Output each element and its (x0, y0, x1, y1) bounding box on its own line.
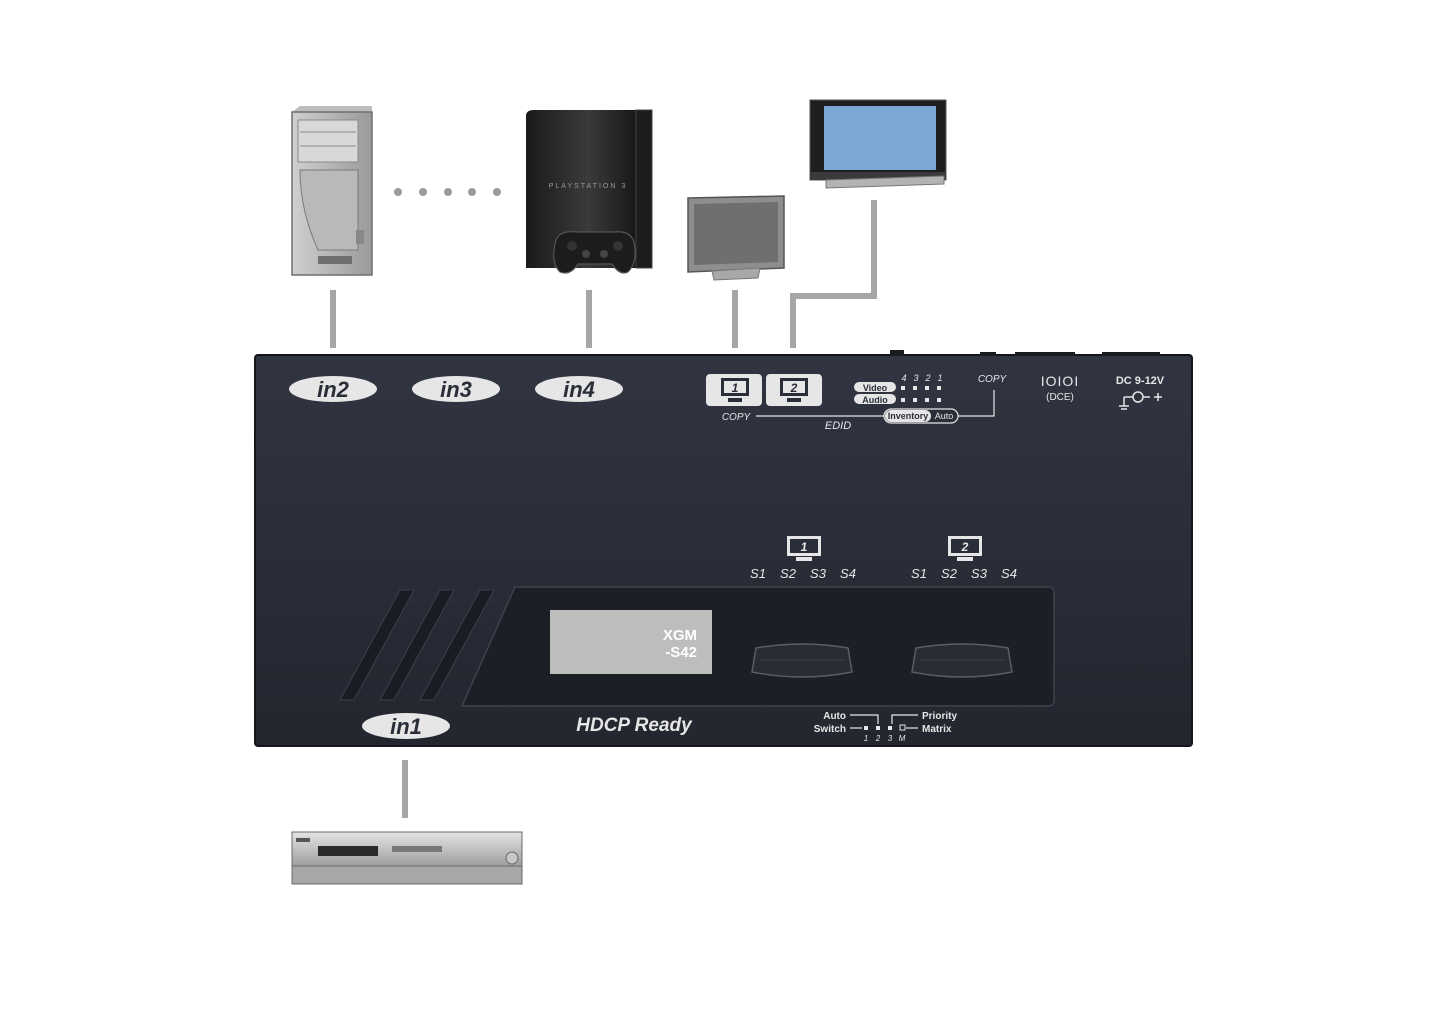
line-out2 (790, 200, 877, 348)
lcd-display-line1: XGM (663, 627, 697, 644)
hdcp-ready-label: HDCP Ready (576, 715, 693, 736)
front-output-1-header: 1 S1 S2 S3 S4 (750, 536, 856, 581)
output-2-select-button[interactable] (911, 643, 1013, 678)
input-label-in4-text: in4 (563, 377, 595, 402)
dip-priority-label: Priority (922, 711, 957, 722)
out1-source-s3: S3 (810, 566, 827, 581)
power-input-label: DC 9-12V (1116, 375, 1165, 410)
input-label-in1: in1 (362, 713, 450, 739)
lcd-display: XGM -S42 (550, 610, 712, 674)
out1-source-s2: S2 (780, 566, 797, 581)
dip-switch-legend: Auto Switch Priority Matrix 1 2 3 M (814, 711, 958, 743)
vent-slots (339, 589, 495, 701)
power-voltage-label: DC 9-12V (1116, 375, 1165, 387)
edid-panel: 4 3 2 1 Video Audio Inventory Auto COPY (854, 373, 1008, 424)
serial-port-dce: (DCE) (1046, 392, 1074, 403)
output-1-select-button[interactable] (751, 643, 853, 678)
copy-right-label: COPY (978, 374, 1008, 385)
edid-inventory-label: Inventory (888, 411, 929, 421)
copy-left-label: COPY (722, 412, 752, 423)
gamepad-icon (553, 231, 636, 274)
front-output-2-header: 2 S1 S2 S3 S4 (911, 536, 1017, 581)
input-label-in2: in2 (289, 376, 377, 402)
lcd-display-line2: -S42 (665, 644, 697, 661)
dip-auto-label: Auto (823, 711, 846, 722)
output-1-badge: 1 (706, 374, 762, 406)
dip-switch-label: Switch (814, 724, 846, 735)
out2-source-s4: S4 (1001, 566, 1017, 581)
out2-source-s1: S1 (911, 566, 927, 581)
output-1-badge-number: 1 (732, 381, 739, 395)
output-2-badge: 2 (766, 374, 822, 406)
out1-source-s1: S1 (750, 566, 766, 581)
out2-source-s2: S2 (941, 566, 958, 581)
serial-port-label: IOIOI (DCE) (1041, 373, 1079, 403)
edid-auto-label: Auto (935, 411, 954, 421)
dvd-player-icon (291, 831, 523, 885)
input-label-in3: in3 (412, 376, 500, 402)
edid-audio-label: Audio (862, 395, 888, 405)
out1-source-s4: S4 (840, 566, 856, 581)
connector-lines (330, 200, 877, 818)
edid-num-3: 3 (913, 373, 918, 383)
matrix-switch-device: in2 in3 in4 1 2 COPY EDID (254, 350, 1193, 747)
dip-num-2: 2 (875, 734, 881, 743)
input-label-in3-text: in3 (440, 377, 472, 402)
dip-num-3: 3 (888, 734, 893, 743)
edid-video-label: Video (863, 383, 888, 393)
ellipsis-dots (394, 188, 501, 196)
input-label-in2-text: in2 (317, 377, 350, 402)
serial-port-icon: IOIOI (1041, 373, 1079, 389)
output-2-badge-number: 2 (790, 381, 798, 395)
tv-icon (809, 99, 947, 189)
dip-num-1: 1 (864, 734, 868, 743)
edid-num-4: 4 (901, 373, 906, 383)
dip-matrix-label: Matrix (922, 724, 952, 735)
edid-num-2: 2 (924, 373, 930, 383)
front-output-2-number: 2 (961, 540, 969, 554)
game-console-icon: PLAYSTATION 3 (526, 109, 653, 274)
pc-tower-icon (291, 106, 373, 276)
input-label-in4: in4 (535, 376, 623, 402)
out2-source-s3: S3 (971, 566, 988, 581)
monitor-icon (687, 195, 785, 281)
front-output-1-number: 1 (801, 540, 808, 554)
dip-num-m: M (899, 734, 906, 743)
ps3-logo: PLAYSTATION 3 (549, 183, 628, 190)
edid-num-1: 1 (937, 373, 942, 383)
dc-polarity-icon (1119, 391, 1162, 410)
input-label-in1-text: in1 (390, 714, 422, 739)
edid-label: EDID (825, 420, 851, 432)
